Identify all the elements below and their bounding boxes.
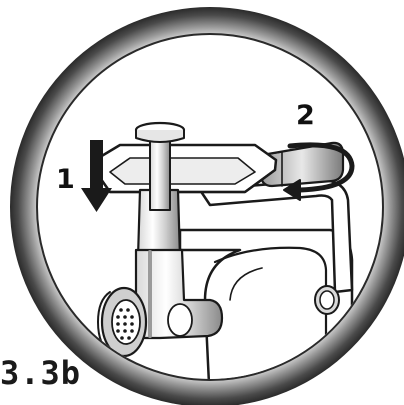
step-1-label: 1 xyxy=(56,164,75,195)
food-pusher xyxy=(134,121,186,211)
grinder-body xyxy=(134,248,224,340)
speed-knob xyxy=(314,285,340,315)
rotate-arrow-icon xyxy=(283,142,355,201)
grinder-ring-nut xyxy=(97,286,148,358)
arrow-down-icon xyxy=(81,140,112,212)
step-2-label: 2 xyxy=(296,100,315,131)
figure-label: 3.3b xyxy=(0,354,82,392)
